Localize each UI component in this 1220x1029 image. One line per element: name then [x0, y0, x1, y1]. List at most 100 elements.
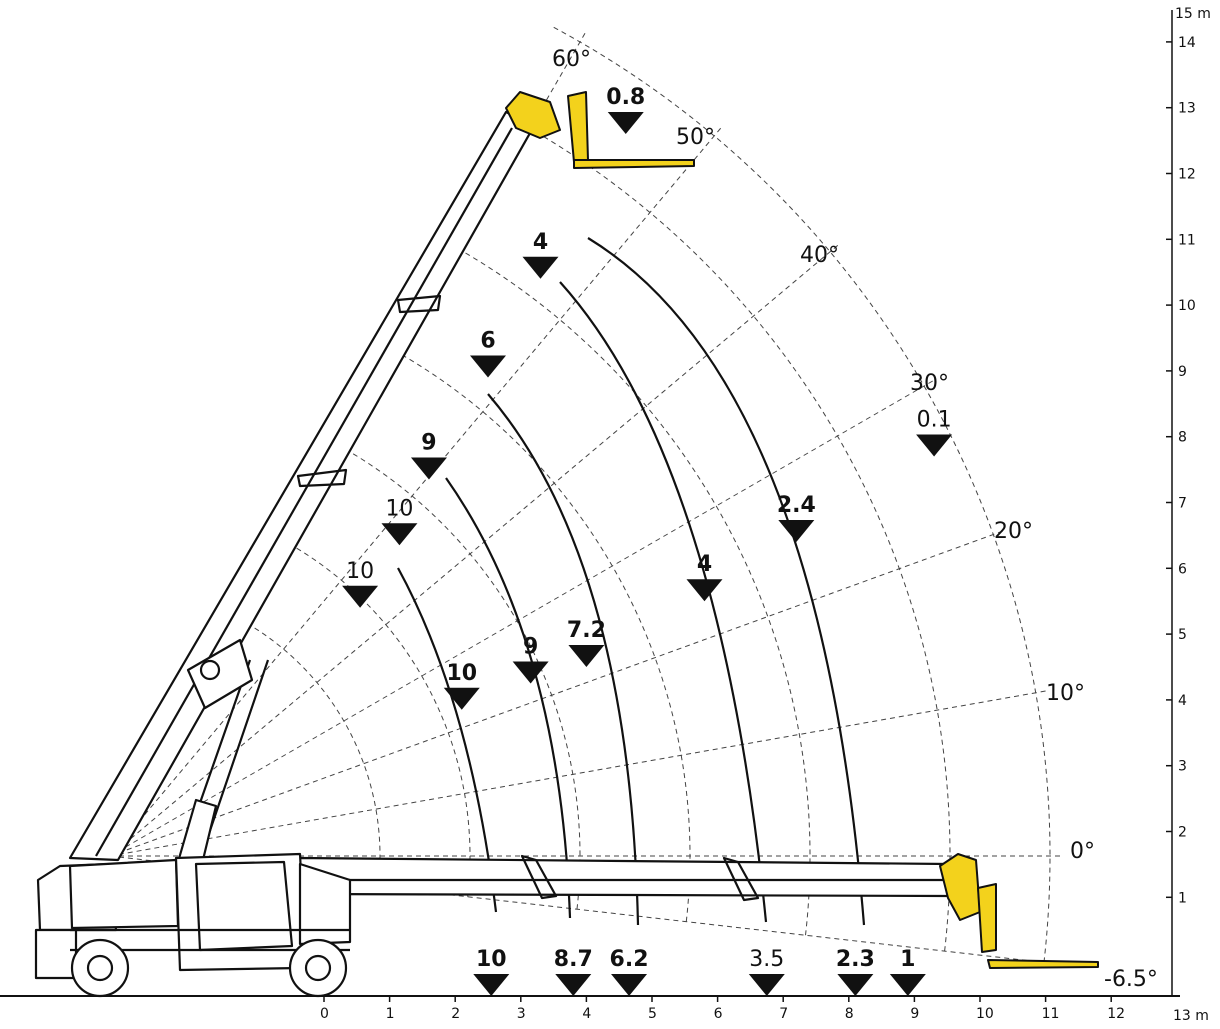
reach-arc-1: [236, 617, 381, 887]
load-value: 4: [697, 552, 712, 577]
load-marker: 4: [686, 552, 723, 602]
x-axis-unit: 13 m: [1173, 1008, 1209, 1024]
horizontal-fork-tine: [987, 959, 1099, 969]
y-tick-label: 9: [1178, 364, 1187, 380]
capacity-curve-4: [587, 237, 866, 926]
load-value: 6.2: [610, 947, 649, 972]
x-tick-label: 9: [910, 1006, 919, 1022]
angle-label: 60°: [552, 47, 591, 72]
horizontal-boom: [298, 853, 1099, 969]
load-value: 2.3: [836, 947, 875, 972]
y-axis-unit: 15 m: [1175, 6, 1211, 22]
raised-fork-tine: [573, 159, 695, 169]
y-tick-label: 13: [1178, 101, 1196, 117]
angle-label: 20°: [994, 519, 1033, 544]
load-marker-triangle: [410, 457, 447, 480]
raised-boom-cylinder-sleeve: [176, 798, 218, 866]
y-tick-label: 11: [1178, 232, 1196, 248]
load-marker: 9: [512, 634, 549, 684]
x-tick-label: 4: [582, 1006, 591, 1022]
capacity-curve-6: [559, 281, 768, 923]
engine-hood: [68, 858, 180, 930]
load-marker-triangle: [470, 355, 506, 378]
load-marker-triangle: [473, 974, 510, 996]
horizontal-boom-outer: [298, 856, 950, 898]
reach-arc-2: [278, 537, 471, 897]
load-marker-triangle: [555, 974, 592, 996]
horizontal-boom-guide-2: [722, 856, 760, 902]
x-tick-label: 2: [451, 1006, 460, 1022]
y-tick-label: 1: [1178, 890, 1187, 906]
load-value: 8.7: [554, 947, 593, 972]
load-value: 10: [346, 559, 374, 584]
y-tick-label: 7: [1178, 496, 1187, 512]
load-marker: 2.4: [777, 493, 816, 542]
load-marker-triangle: [748, 974, 785, 996]
reach-arc-7: [551, 25, 1051, 963]
load-marker-triangle: [512, 661, 549, 684]
x-tick-label: 3: [517, 1006, 526, 1022]
raised-fork-plate: [567, 91, 589, 163]
x-tick-label: 10: [976, 1006, 994, 1022]
load-value: 9: [421, 430, 436, 455]
x-tick-label: 5: [648, 1006, 657, 1022]
angle-label: 10°: [1046, 681, 1085, 706]
load-value: 0.1: [917, 407, 952, 432]
front-chassis: [298, 862, 352, 946]
y-tick-label: 12: [1178, 167, 1196, 183]
y-tick-label: 10: [1178, 298, 1196, 314]
reach-guides: [109, 25, 1060, 965]
angle-ray: [109, 127, 722, 857]
load-marker-triangle: [607, 112, 644, 135]
raised-boom-inner: [95, 127, 513, 857]
raised-boom-pivot-pin: [199, 659, 221, 681]
load-marker: 4: [522, 230, 559, 279]
capacity-curve-9: [487, 393, 640, 926]
raised-boom: [68, 91, 695, 866]
load-marker-triangle: [837, 974, 874, 996]
load-value: 2.4: [777, 493, 816, 518]
load-marker: 7.2: [567, 618, 606, 667]
y-tick-label: 4: [1178, 693, 1187, 709]
load-marker: 0.1: [916, 407, 953, 457]
x-tick-label: 11: [1042, 1006, 1060, 1022]
load-marker-triangle: [686, 579, 723, 602]
load-value: 0.8: [606, 85, 645, 110]
y-tick-label: 2: [1178, 825, 1187, 841]
angle-label: 40°: [800, 243, 839, 268]
x-tick-label: 7: [779, 1006, 788, 1022]
y-tick-label: 8: [1178, 430, 1187, 446]
rear-wheel-hub: [86, 954, 114, 982]
horizontal-fork-plate: [977, 883, 997, 953]
y-tick-label: 6: [1178, 561, 1187, 577]
angle-label: 50°: [676, 125, 715, 150]
load-marker-triangle: [916, 434, 953, 457]
cab-window: [194, 860, 294, 952]
front-wheel-hub: [304, 954, 332, 982]
load-value: 4: [533, 230, 548, 255]
x-tick-label: 1: [386, 1006, 395, 1022]
load-marker: 0.8: [606, 85, 645, 135]
load-marker-triangle: [522, 256, 559, 279]
load-marker: 10: [473, 947, 510, 996]
load-value: 10: [446, 661, 477, 686]
load-marker: 6: [470, 328, 506, 378]
rear-stabilizer-block: [34, 928, 78, 980]
raised-boom-pivot-plate: [186, 638, 254, 710]
load-marker: 9: [410, 430, 447, 480]
angle-label: -6.5°: [1104, 967, 1158, 992]
load-marker: 1: [889, 947, 926, 996]
horizontal-boom-carriage: [939, 853, 981, 921]
load-marker: 10: [342, 559, 379, 608]
y-tick-label: 5: [1178, 627, 1187, 643]
load-marker: 10: [443, 661, 480, 710]
angle-label: 30°: [910, 371, 949, 396]
load-marker-triangle: [381, 523, 418, 546]
load-value: 1: [900, 947, 915, 972]
y-tick-label: 3: [1178, 759, 1187, 775]
x-tick-label: 0: [320, 1006, 329, 1022]
